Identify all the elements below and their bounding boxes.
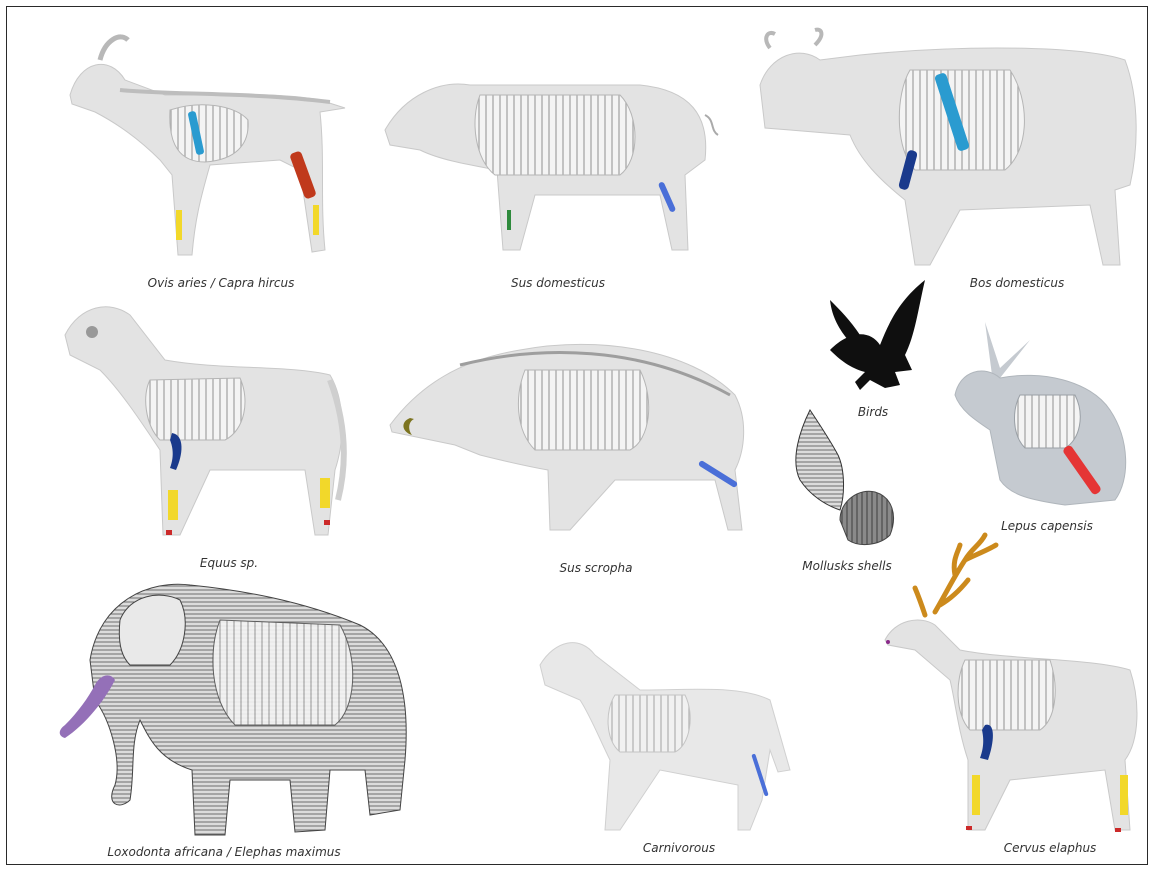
equus-illustration	[65, 307, 344, 535]
ovis-horns	[100, 37, 128, 60]
sus-dom-ribcage	[475, 95, 635, 175]
equus-eye	[86, 326, 98, 338]
cervus-ribcage	[958, 660, 1055, 730]
mollusks-illustration	[796, 410, 894, 545]
ovis-capra-illustration	[70, 37, 345, 255]
carnivorous-illustration	[540, 643, 790, 830]
caption-sus-domesticus: Sus domesticus	[511, 276, 605, 290]
ovis-metatarsal-hind	[313, 205, 319, 235]
cervus-phalanx-fore	[966, 826, 972, 830]
elephant-skull	[119, 595, 185, 665]
ovis-metacarpal-fore	[176, 210, 182, 240]
cervus-metacarpal-fore	[972, 775, 980, 815]
caption-sus-scropha: Sus scropha	[560, 561, 633, 575]
bird-illustration	[830, 280, 925, 390]
caption-ovis-capra: Ovis aries / Capra hircus	[148, 276, 295, 290]
caption-cervus-elaphus: Cervus elaphus	[1004, 841, 1097, 855]
equus-metacarpal-fore	[168, 490, 178, 520]
equus-ribcage	[146, 378, 245, 440]
bos-ribcage	[899, 70, 1024, 170]
cervus-antlers	[915, 535, 996, 615]
sus-dom-tail	[705, 115, 718, 135]
bos-domesticus-illustration	[760, 30, 1136, 265]
caption-mollusks: Mollusks shells	[802, 559, 891, 573]
sus-scrofa-ribcage	[518, 370, 648, 450]
cervus-metatarsal-hind	[1120, 775, 1128, 815]
whelk-shell	[796, 410, 844, 510]
equus-phalanx-fore	[166, 530, 172, 535]
lepus-ears	[985, 322, 1030, 378]
caption-birds: Birds	[858, 405, 888, 419]
caption-equus: Equus sp.	[200, 556, 258, 570]
elephant-illustration	[60, 584, 406, 835]
caption-elephant: Loxodonta africana / Elephas maximus	[107, 845, 340, 859]
sus-scrofa-illustration	[390, 344, 744, 530]
cervus-phalanx-hind	[1115, 828, 1121, 832]
cervus-illustration	[885, 535, 1137, 832]
cockle-shell	[840, 491, 894, 544]
bos-horns	[766, 30, 821, 48]
carnivore-ribcage	[608, 695, 690, 752]
caption-carnivorous: Carnivorous	[643, 841, 715, 855]
elephant-ribcage	[213, 620, 353, 725]
cervus-muzzle-mark	[886, 640, 890, 644]
bird-silhouette	[830, 280, 925, 390]
lepus-ribcage	[1015, 395, 1081, 448]
sus-domesticus-illustration	[385, 84, 718, 250]
lepus-illustration	[955, 322, 1126, 505]
caption-lepus-capensis: Lepus capensis	[1001, 519, 1093, 533]
equus-metatarsal-hind	[320, 478, 330, 508]
sus-dom-radius-highlight	[507, 210, 511, 230]
caption-bos-domesticus: Bos domesticus	[970, 276, 1064, 290]
equus-phalanx-hind	[324, 520, 330, 525]
